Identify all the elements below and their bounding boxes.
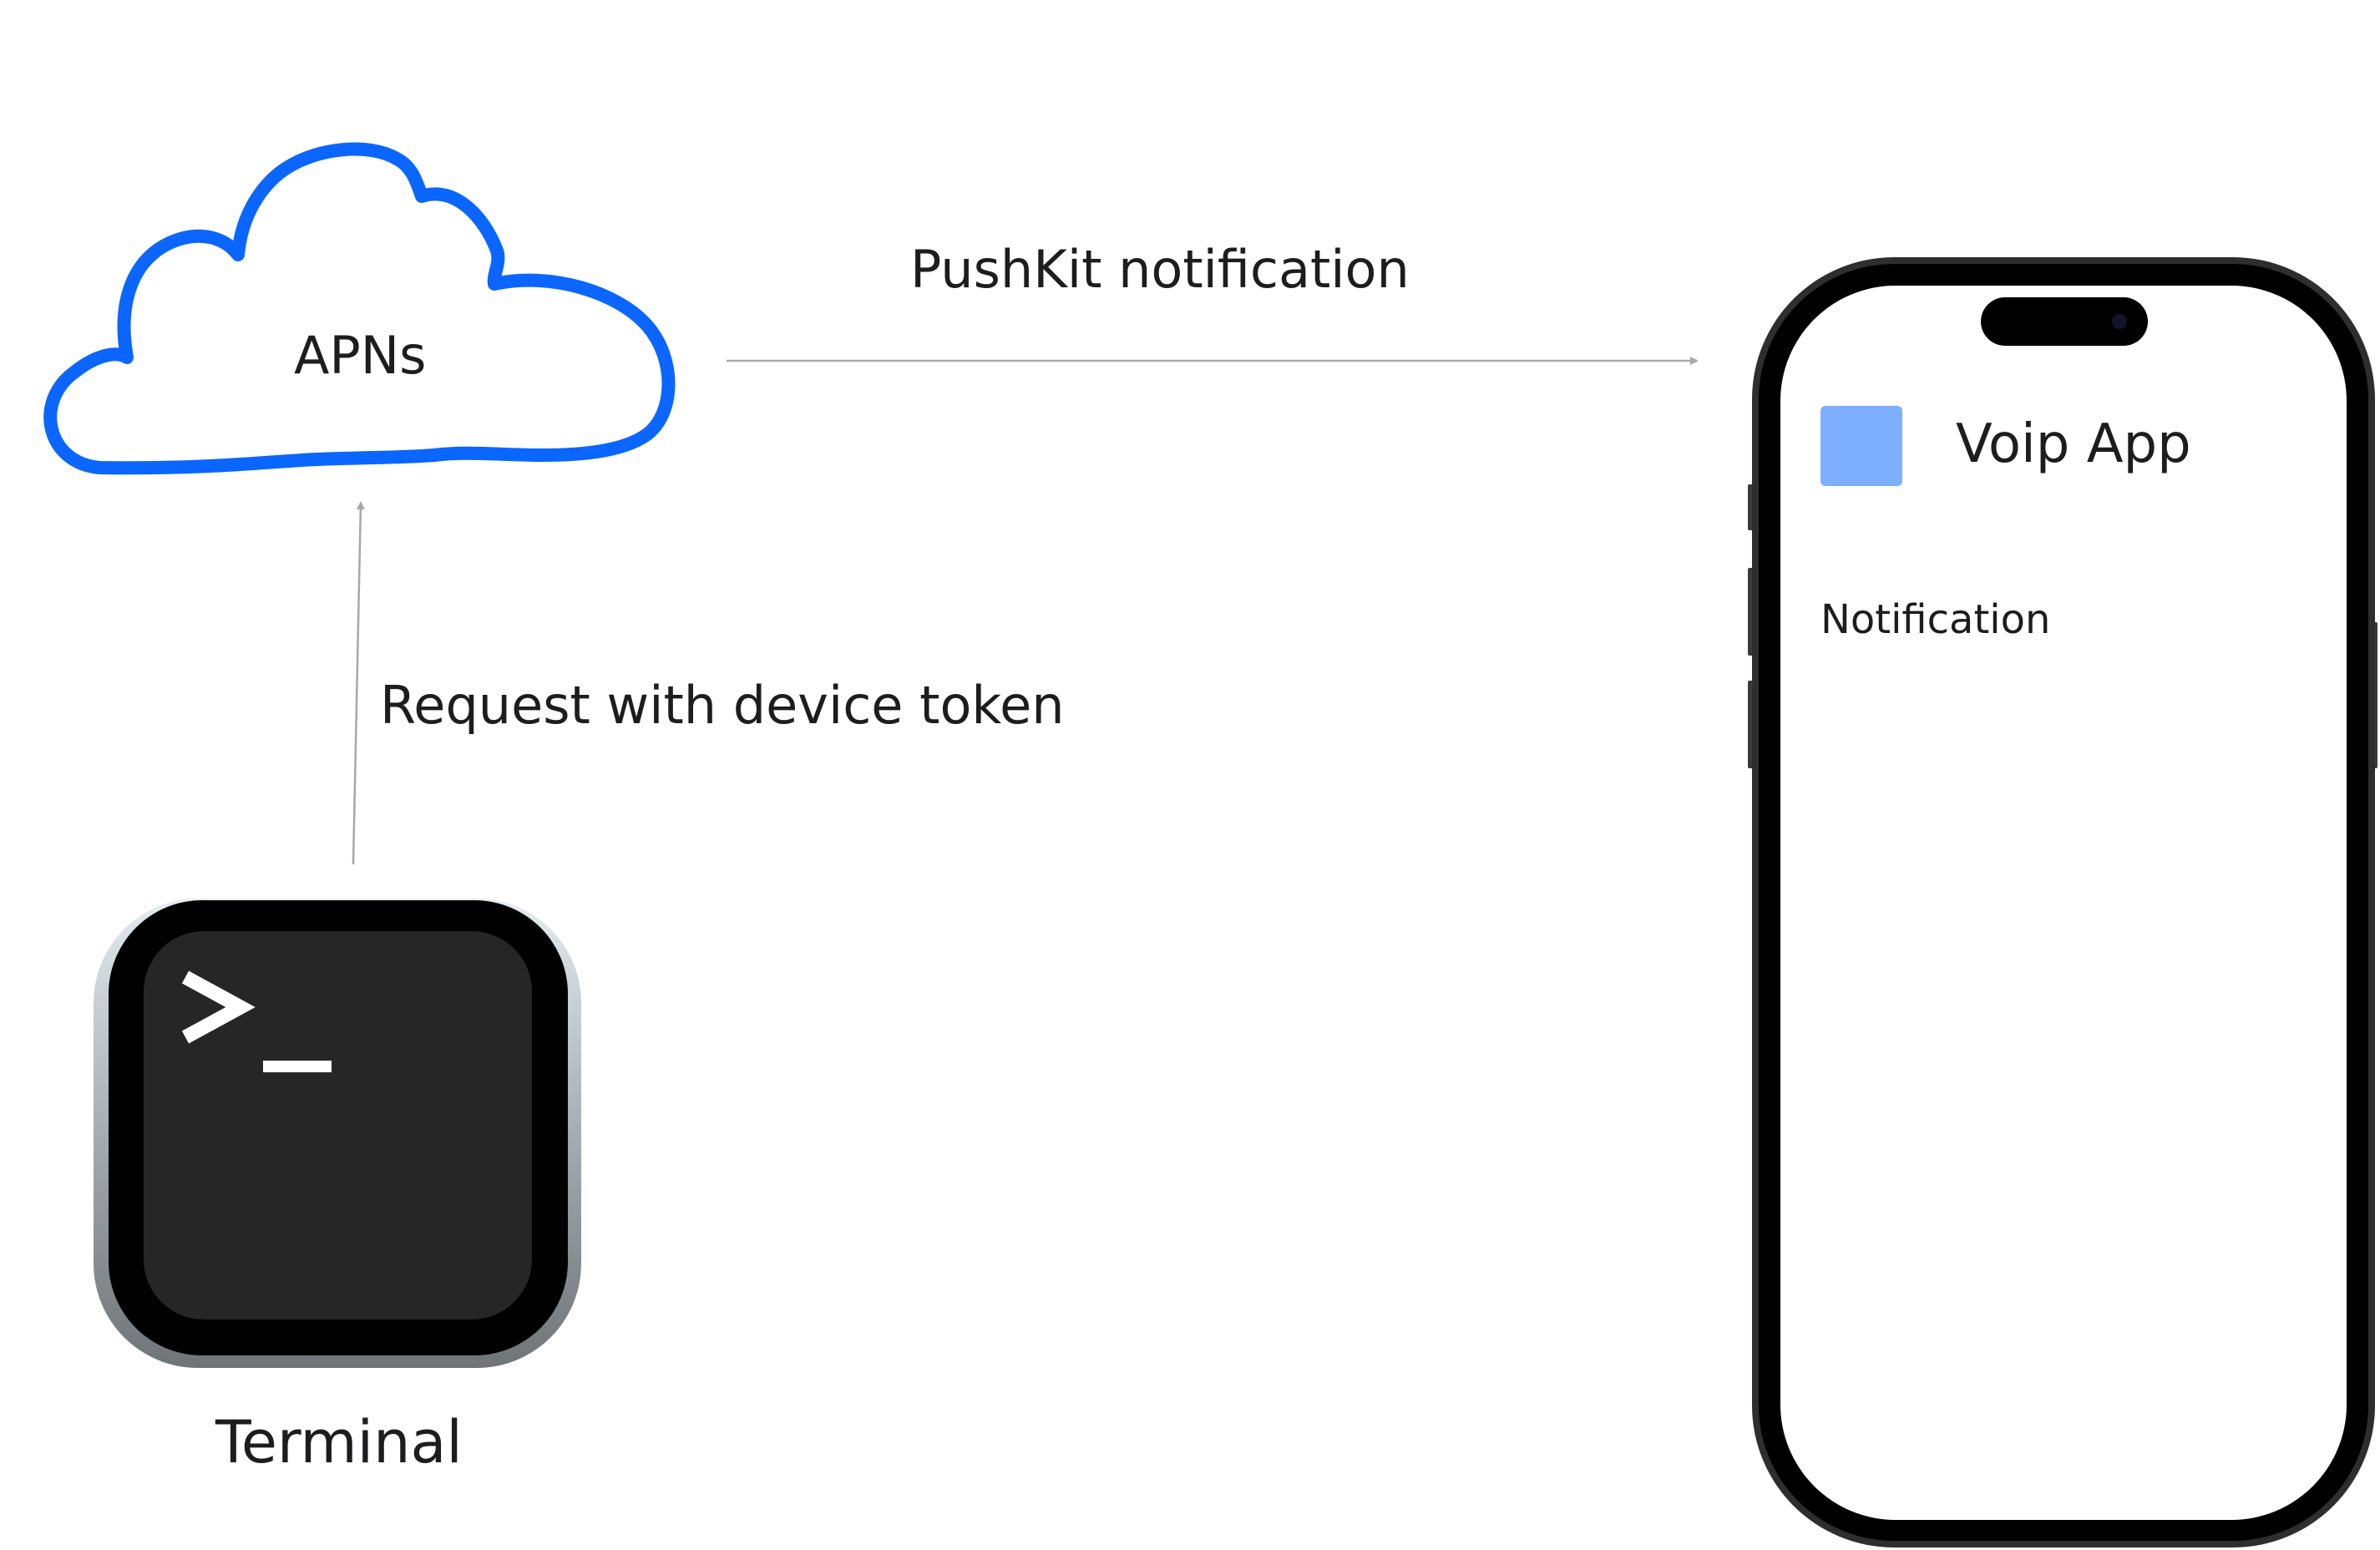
terminal-label: Terminal	[215, 1408, 463, 1477]
notification-text: Notification	[1820, 596, 2051, 643]
request-arrow	[352, 501, 365, 865]
request-arrow-label: Request with device token	[380, 675, 1065, 736]
dynamic-island	[1981, 297, 2148, 346]
apns-label: APNs	[294, 325, 427, 386]
terminal-app-icon	[94, 899, 581, 1368]
iphone-icon	[1748, 257, 2377, 1547]
cloud-icon	[43, 142, 676, 475]
pushkit-arrow-label: PushKit notification	[910, 239, 1410, 300]
prompt-chevron-icon	[181, 970, 256, 1044]
apns-cloud-node	[43, 142, 676, 475]
prompt-cursor-icon	[263, 1061, 332, 1072]
voip-app-title: Voip App	[1956, 413, 2191, 475]
voip-app-icon	[1820, 406, 1902, 486]
